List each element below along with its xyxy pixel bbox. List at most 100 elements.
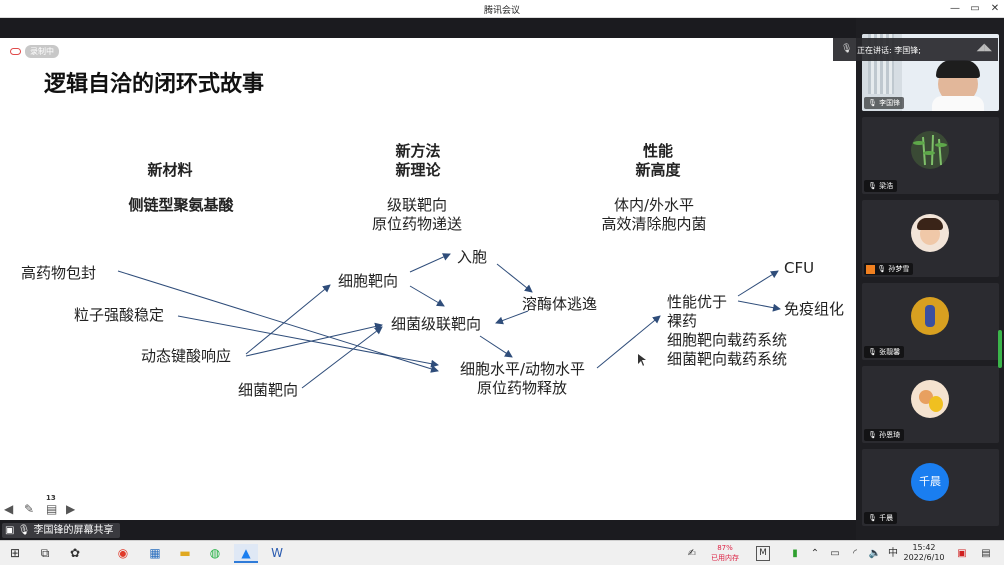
node-performance-3: 细胞靶向载药系统 bbox=[667, 331, 788, 349]
share-bar: ▣ 🎙 李国锋的屏幕共享 bbox=[0, 520, 856, 540]
file-explorer-icon[interactable]: ▬ bbox=[179, 546, 191, 560]
slide-navigation: ◀ ✎ 13 ▤ ▶ bbox=[0, 494, 120, 520]
participants-panel: 🎙 李国锋 🎙 梁浩 🎙 孙梦雪 🎙 张靓馨 bbox=[856, 18, 1004, 540]
window-title: 腾讯会议 bbox=[483, 6, 520, 16]
word-icon[interactable]: W bbox=[271, 546, 283, 560]
prev-slide-icon[interactable]: ◀ bbox=[4, 502, 14, 516]
flow-arrows bbox=[117, 253, 781, 389]
arrow-perf-to-cfu bbox=[737, 270, 779, 297]
shared-slide: 录制中 逻辑自洽的闭环式故事 新材料 侧链型聚氨基酸 新方法 新理论 级联靶向 … bbox=[0, 38, 856, 520]
column-subtitle-method-2: 原位药物递送 bbox=[371, 215, 462, 233]
clock[interactable]: 15:42 2022/6/10 bbox=[900, 543, 948, 563]
app-icon[interactable]: ✿ bbox=[69, 546, 81, 560]
calculator-icon[interactable]: ▦ bbox=[149, 546, 161, 560]
panel-scrollbar[interactable] bbox=[998, 330, 1002, 368]
pen-icon[interactable]: ✎ bbox=[24, 502, 35, 516]
column-title-performance-1: 性能 bbox=[642, 142, 673, 160]
participant-tile[interactable]: 🎙 孙恩琦 bbox=[862, 366, 999, 443]
node-high-loading: 高药物包封 bbox=[21, 264, 97, 282]
taskbar: ⊞ ⧉ ✿ ◉ ▦ ▬ ◍ ▲ W ✍ 87% 已用内存 M ▮ ⌃ ▭ ◜ 🔈… bbox=[0, 540, 1004, 565]
arrow-stable-to-release bbox=[177, 315, 439, 368]
node-release-2: 原位药物释放 bbox=[477, 379, 568, 397]
participant-tile[interactable]: 千晨 🎙 千晨 bbox=[862, 449, 999, 526]
initials-avatar: 千晨 bbox=[911, 463, 949, 501]
volume-icon[interactable]: 🔈 bbox=[868, 548, 882, 559]
wechat-icon[interactable]: ◍ bbox=[209, 546, 221, 560]
signal-icon: ◢◣ bbox=[976, 42, 992, 53]
page-number: 13 bbox=[46, 494, 56, 502]
node-performance-4: 细菌靶向载药系统 bbox=[667, 350, 788, 368]
arrow-bacteria-to-cascade bbox=[301, 326, 383, 389]
arrow-cell-to-cascade bbox=[409, 285, 445, 307]
arrow-perf-to-immune bbox=[737, 300, 781, 312]
title-bar: 腾讯会议 — ▭ ✕ bbox=[0, 0, 1004, 18]
column-subtitle-performance-2: 高效清除胞内菌 bbox=[601, 215, 707, 233]
chrome-icon[interactable]: ◉ bbox=[117, 546, 129, 560]
node-performance-1: 性能优于 bbox=[667, 293, 728, 311]
share-label-text: 李国锋的屏幕共享 bbox=[33, 525, 114, 536]
avatar bbox=[911, 297, 949, 335]
screen-share-label: ▣ 🎙 李国锋的屏幕共享 bbox=[2, 523, 120, 538]
share-screen-icon: ▣ bbox=[5, 525, 15, 536]
arrow-release-to-performance bbox=[596, 315, 661, 369]
node-bacteria-cascade: 细菌级联靶向 bbox=[391, 315, 482, 333]
windows-start-icon[interactable]: ⊞ bbox=[9, 546, 21, 560]
column-title-method-2: 新理论 bbox=[395, 161, 441, 179]
bamboo-avatar-icon bbox=[913, 134, 947, 166]
mic-icon: 🎙 bbox=[841, 44, 853, 54]
clock-time: 15:42 bbox=[912, 543, 936, 552]
top-band bbox=[0, 18, 856, 38]
recording-label: 录制中 bbox=[25, 45, 59, 58]
cloud-record-icon bbox=[10, 48, 21, 55]
slide-list-icon[interactable]: ▤ bbox=[46, 502, 58, 516]
participant-tile[interactable]: 🎙 孙梦雪 bbox=[862, 200, 999, 277]
battery-icon[interactable]: ▮ bbox=[792, 548, 798, 559]
node-release-1: 细胞水平/动物水平 bbox=[460, 360, 586, 378]
m-app-icon[interactable]: M bbox=[756, 546, 770, 561]
close-button[interactable]: ✕ bbox=[990, 3, 1000, 14]
action-center-icon[interactable]: ▤ bbox=[981, 548, 991, 559]
task-view-icon[interactable]: ⧉ bbox=[40, 546, 50, 560]
pen-input-icon[interactable]: ✍ bbox=[687, 548, 697, 559]
avatar bbox=[911, 214, 949, 252]
column-title-performance-2: 新高度 bbox=[635, 161, 681, 179]
node-entry: 入胞 bbox=[457, 248, 488, 266]
maximize-button[interactable]: ▭ bbox=[970, 3, 980, 14]
next-slide-icon[interactable]: ▶ bbox=[66, 502, 76, 516]
node-cell-target: 细胞靶向 bbox=[338, 272, 399, 290]
minimize-button[interactable]: — bbox=[950, 3, 960, 14]
chevron-up-icon[interactable]: ⌃ bbox=[810, 548, 820, 559]
participant-name: 🎙 张靓馨 bbox=[864, 346, 905, 358]
node-dynamic-bond: 动态键酸响应 bbox=[141, 347, 232, 365]
participant-name: 🎙 千晨 bbox=[864, 512, 898, 524]
ime-indicator[interactable]: 中 bbox=[888, 548, 898, 559]
tencent-meeting-icon[interactable]: ▲ bbox=[234, 544, 258, 563]
wifi-icon[interactable]: ◜ bbox=[853, 548, 857, 559]
arrow-dynamic-to-cell bbox=[245, 284, 331, 355]
speaking-text: 正在讲话: 李国锋; bbox=[857, 46, 921, 55]
memory-label: 已用内存 bbox=[711, 554, 739, 562]
arrow-escape-to-cascade bbox=[495, 310, 529, 325]
column-title-method-1: 新方法 bbox=[395, 142, 441, 160]
recording-indicator[interactable]: 录制中 bbox=[10, 45, 59, 58]
column-subtitle-performance-1: 体内/外水平 bbox=[613, 196, 695, 214]
column-title-material: 新材料 bbox=[147, 161, 193, 179]
participant-tile[interactable]: 🎙 张靓馨 bbox=[862, 283, 999, 360]
participant-name: 🎙 梁浩 bbox=[864, 180, 898, 192]
avatar bbox=[911, 380, 949, 418]
participant-name: 🎙 孙梦雪 bbox=[864, 263, 914, 275]
mouse-cursor-icon bbox=[638, 354, 646, 366]
memory-usage: 87% 已用内存 bbox=[705, 543, 745, 563]
arrow-loading-to-release bbox=[117, 270, 439, 373]
node-particle-stable: 粒子强酸稳定 bbox=[74, 306, 165, 324]
node-lysosome-escape: 溶酶体逃逸 bbox=[522, 295, 598, 313]
node-cfu: CFU bbox=[784, 259, 815, 277]
node-performance-2: 裸药 bbox=[667, 312, 698, 330]
participant-name: 🎙 李国锋 bbox=[864, 97, 905, 109]
device-icon[interactable]: ▭ bbox=[830, 548, 840, 559]
participant-tile[interactable]: 🎙 梁浩 bbox=[862, 117, 999, 194]
slide-heading: 逻辑自洽的闭环式故事 bbox=[44, 72, 265, 97]
notification-app-icon[interactable]: ▣ bbox=[957, 548, 967, 559]
column-subtitle-material: 侧链型聚氨基酸 bbox=[128, 196, 234, 214]
node-bacteria-target: 细菌靶向 bbox=[238, 381, 299, 399]
